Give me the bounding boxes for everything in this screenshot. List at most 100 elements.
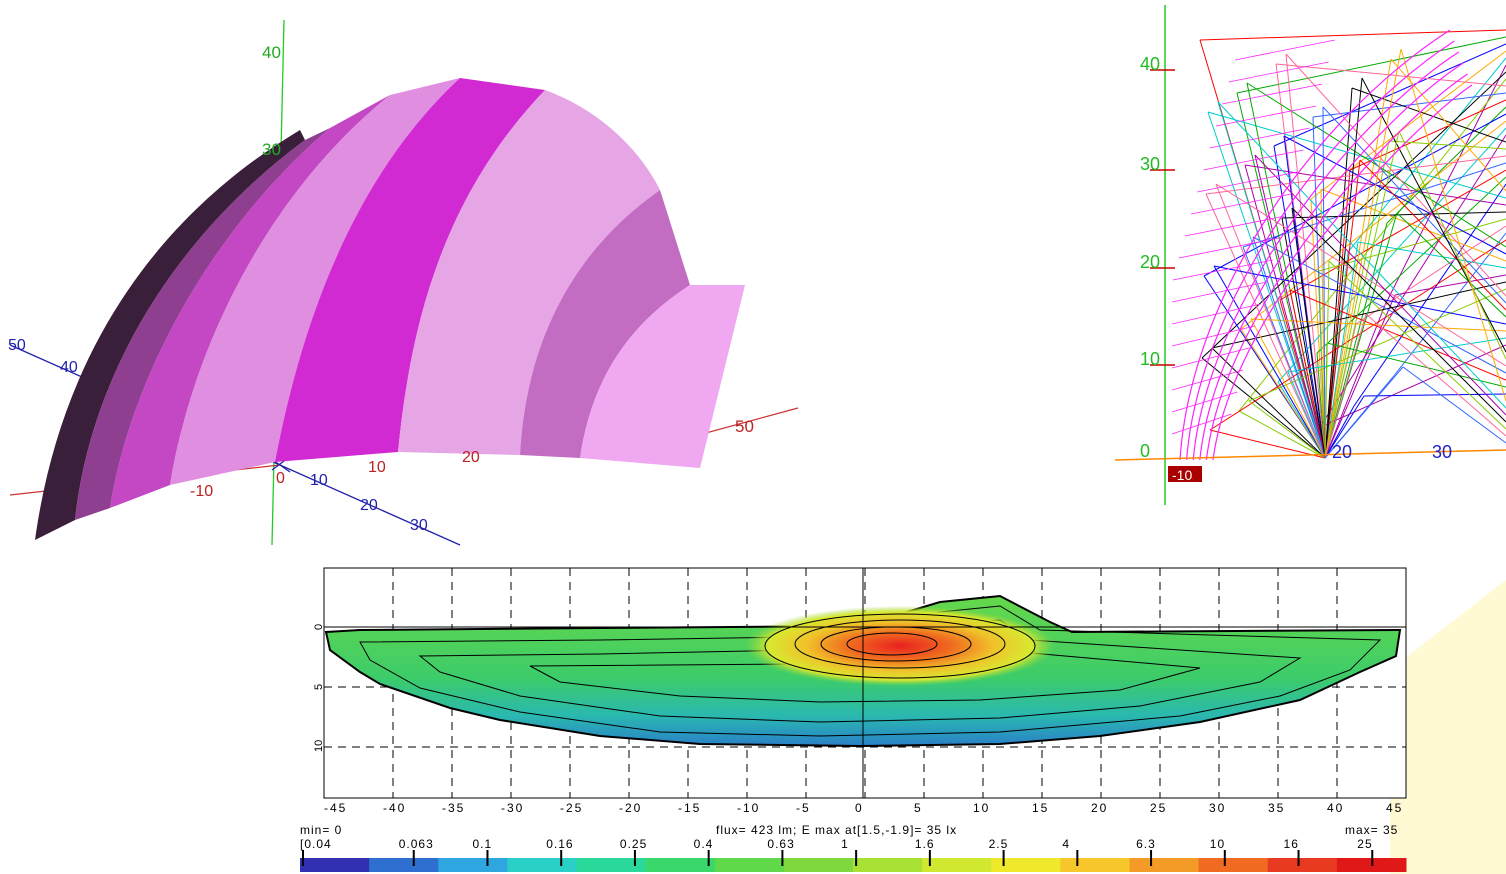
y-tick-label: 10 bbox=[310, 472, 328, 489]
ray-line bbox=[1386, 106, 1506, 224]
ray-line bbox=[1324, 169, 1351, 459]
reflector-curve bbox=[1186, 40, 1455, 461]
ray-line bbox=[1236, 36, 1506, 94]
reflector-mesh-line bbox=[1171, 347, 1250, 369]
reflector-band-2 bbox=[75, 128, 330, 520]
legend-value-label: 25 bbox=[1357, 837, 1372, 851]
y-tick-label: 40 bbox=[60, 359, 78, 376]
ray-line bbox=[1326, 342, 1506, 388]
legend-swatch bbox=[369, 858, 439, 872]
contour-x-tick-label: 0 bbox=[855, 801, 864, 815]
ray-line bbox=[1363, 393, 1506, 397]
reflector-mesh-line bbox=[1215, 105, 1317, 127]
ray-line bbox=[1273, 43, 1506, 147]
y-tick-label: 50 bbox=[8, 337, 26, 354]
reflector-mesh-line bbox=[1222, 83, 1323, 105]
reflector-surface bbox=[35, 78, 745, 540]
z-tick-label: 30 bbox=[262, 140, 281, 159]
y-tick-label: 30 bbox=[410, 517, 428, 534]
ray-line bbox=[1324, 313, 1367, 459]
contour-y-ticks: 0 5 10 bbox=[313, 624, 325, 752]
reflector-mesh-line bbox=[1228, 61, 1329, 83]
z-axis-ticks: 40 30 bbox=[262, 43, 281, 159]
legend-value-label: 6.3 bbox=[1136, 837, 1156, 851]
legend-value-label: 2.5 bbox=[989, 837, 1009, 851]
reflector-3d-view: 40 30 -10 0 10 20 10 20 30 50 40 50 bbox=[8, 19, 799, 546]
y-axis-ticks: 10 20 30 50 40 bbox=[8, 337, 428, 534]
ray-line bbox=[1244, 164, 1326, 459]
ray-x-tick-label: 20 bbox=[1332, 442, 1352, 462]
reflector-wireframe bbox=[1171, 29, 1473, 461]
contour-x-tick-label: 25 bbox=[1150, 801, 1167, 815]
legend-value-label: 1 bbox=[841, 837, 849, 851]
reflector-mesh-line bbox=[1171, 391, 1238, 413]
ray-line bbox=[1324, 294, 1396, 459]
flux-info-label: flux= 423 lm; E max at[1.5,-1.9]= 35 lx bbox=[716, 823, 957, 837]
ray-line bbox=[1207, 111, 1326, 459]
reflector-mesh-line bbox=[1172, 259, 1273, 281]
legend-swatch bbox=[576, 858, 647, 872]
ray-y-tick-label: 40 bbox=[1140, 54, 1160, 74]
ray-line bbox=[1205, 193, 1326, 459]
reflector-mesh-line bbox=[1191, 193, 1292, 215]
x-tick-label: 0 bbox=[276, 470, 285, 487]
contour-x-tick-label: 5 bbox=[914, 801, 923, 815]
legend-value-label: 0.1 bbox=[472, 837, 492, 851]
contour-x-tick-label: -40 bbox=[383, 801, 406, 815]
ray-y-tick-label: 0 bbox=[1140, 441, 1150, 461]
ray-line bbox=[1285, 53, 1326, 459]
reflector-band-1 bbox=[35, 130, 305, 540]
ray-line bbox=[1289, 289, 1506, 381]
reflector-curve bbox=[1192, 51, 1460, 461]
reflector-mesh-line bbox=[1178, 237, 1279, 259]
legend-swatch bbox=[714, 858, 785, 872]
ray-line bbox=[1347, 57, 1506, 253]
ray-line bbox=[1355, 225, 1506, 325]
ray-line bbox=[1365, 313, 1506, 437]
ray-line bbox=[1394, 274, 1506, 296]
contour-x-tick-label: 40 bbox=[1327, 801, 1344, 815]
x-tick-label-right: 50 bbox=[735, 417, 754, 436]
legend-swatch bbox=[1198, 858, 1269, 872]
ray-line bbox=[1215, 183, 1506, 367]
contour-x-tick-label: -20 bbox=[619, 801, 642, 815]
contour-x-tick-label: 10 bbox=[973, 801, 990, 815]
ray-line bbox=[1361, 77, 1506, 353]
contour-y-tick-label: 5 bbox=[313, 684, 325, 690]
x-axis-ticks: -10 0 10 20 bbox=[190, 449, 480, 500]
ray-line bbox=[1388, 140, 1506, 150]
ray-line bbox=[1324, 241, 1359, 459]
ray-line bbox=[1199, 29, 1506, 41]
legend-swatch bbox=[922, 858, 992, 872]
hotspot bbox=[745, 606, 1055, 686]
ray-line bbox=[1283, 135, 1506, 255]
ray-line bbox=[1324, 222, 1388, 459]
ray-line bbox=[1209, 239, 1506, 431]
legend-swatch bbox=[507, 858, 577, 872]
reflector-mesh-line bbox=[1234, 39, 1336, 61]
reflector-band-5 bbox=[275, 78, 545, 462]
reflector-curve bbox=[1205, 73, 1468, 461]
ray-x-tick-label: -10 bbox=[1172, 467, 1192, 483]
contour-x-tick-label: -45 bbox=[324, 801, 347, 815]
legend-swatch bbox=[645, 858, 716, 872]
legend-value-label: 1.6 bbox=[915, 837, 935, 851]
ray-line bbox=[1240, 120, 1506, 330]
legend-swatch bbox=[991, 858, 1061, 872]
ray-line bbox=[1324, 58, 1392, 459]
ray-line bbox=[1291, 207, 1326, 459]
reflector-mesh-line bbox=[1203, 149, 1304, 171]
contour-y-tick-label: 0 bbox=[313, 624, 325, 630]
ray-line bbox=[1289, 289, 1326, 459]
y-tick-label: 20 bbox=[360, 497, 378, 514]
ray-y-tick-label: 10 bbox=[1140, 349, 1160, 369]
ray-line bbox=[1281, 211, 1506, 219]
legend-value-label: 0.25 bbox=[620, 837, 647, 851]
ray-line bbox=[1252, 236, 1326, 459]
ray-line bbox=[1400, 48, 1506, 402]
ray-line bbox=[1324, 140, 1390, 459]
z-tick-label: 40 bbox=[262, 43, 281, 62]
reflector-band-7 bbox=[520, 190, 690, 458]
